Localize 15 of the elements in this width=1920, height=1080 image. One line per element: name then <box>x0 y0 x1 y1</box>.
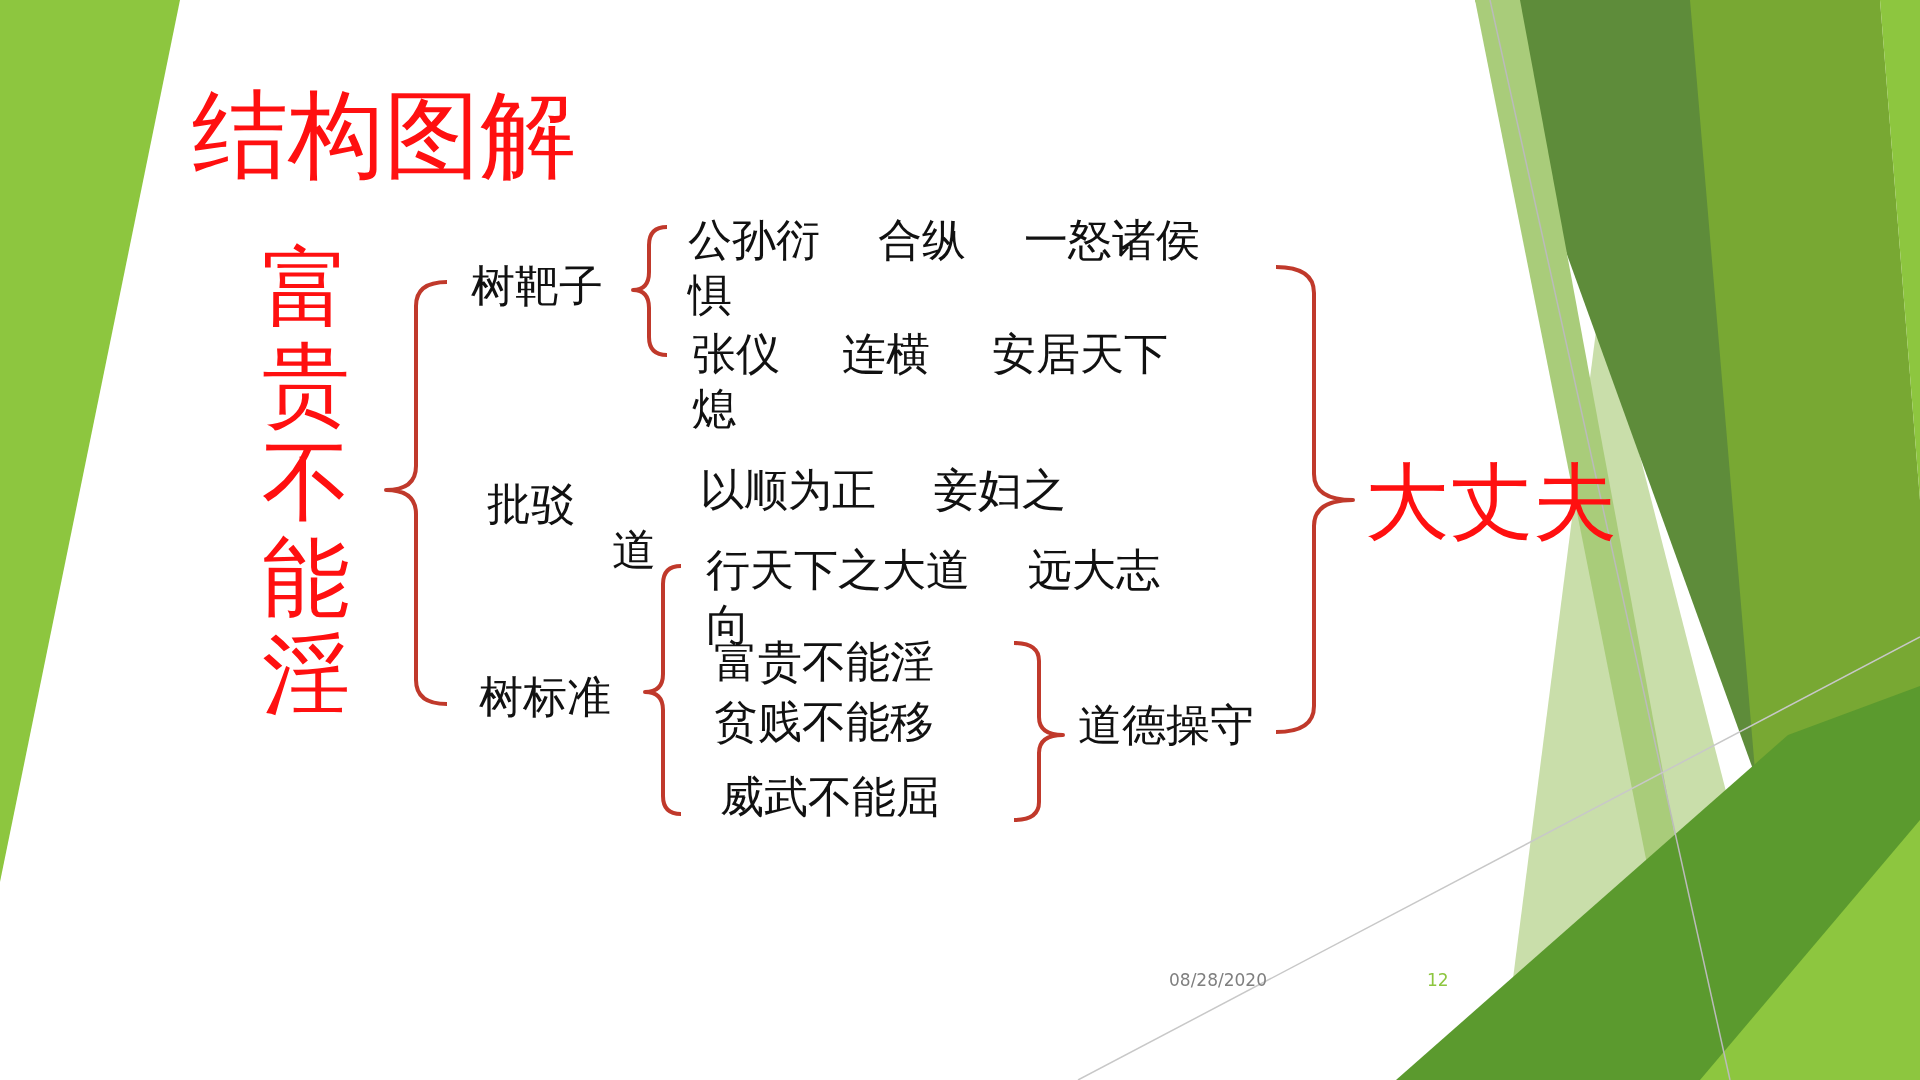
label-text: 贫贱不能移 <box>714 695 935 749</box>
conclusion-text: 大丈夫 <box>1365 452 1618 553</box>
label-text: 树标准 <box>479 670 612 724</box>
date-text: 08/28/2020 <box>1169 970 1268 992</box>
slide-title: 结构图解 <box>192 78 576 193</box>
label-text: 道 <box>612 523 657 577</box>
label-text: 公孙衍 合纵 一怒诸侯惧 <box>688 213 1201 322</box>
label-text: 树靶子 <box>471 259 604 313</box>
label-text: 批驳 <box>487 477 576 531</box>
label-text: 张仪 连横 安居天下熄 <box>692 327 1169 436</box>
heading-vertical: 富贵不能淫 <box>262 240 350 724</box>
label-text: 道德操守 <box>1078 698 1255 752</box>
page-number: 12 <box>1427 970 1450 992</box>
label-text: 以顺为正 妾妇之 <box>700 463 1067 517</box>
label-text: 威武不能屈 <box>720 770 941 824</box>
